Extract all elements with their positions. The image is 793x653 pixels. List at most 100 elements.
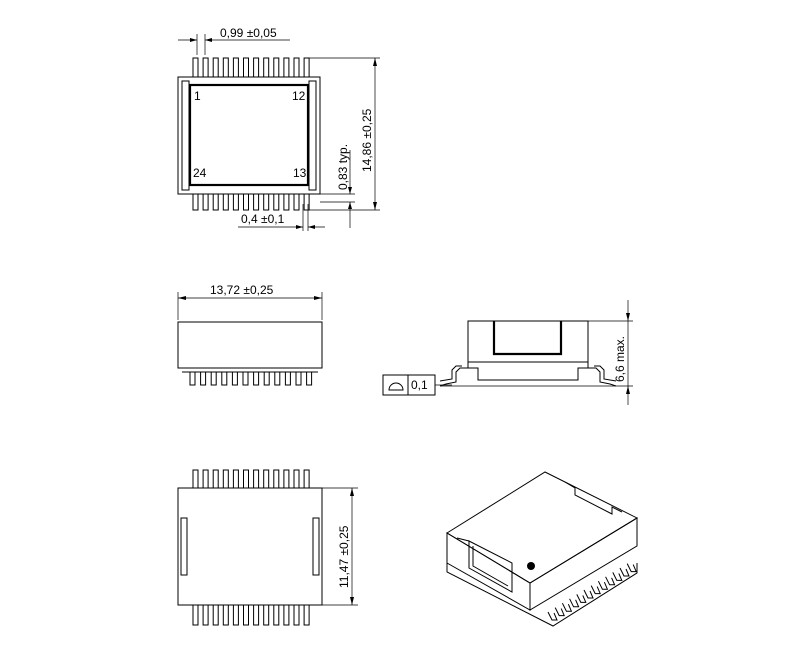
pin (273, 57, 280, 78)
lead (569, 598, 580, 608)
lead (576, 594, 587, 603)
pin (232, 469, 239, 489)
pin (253, 193, 260, 211)
bottom-view: 11,47 ±0,25 (177, 469, 358, 626)
lead-width-dimension: 0,4 ±0,1 (238, 204, 325, 231)
pin (222, 604, 229, 626)
svg-text:0,83 typ.: 0,83 typ. (336, 144, 350, 190)
pin (192, 193, 199, 211)
profile-of-surface-icon (388, 382, 404, 391)
pin (273, 193, 280, 211)
lead (626, 563, 637, 573)
svg-text:0,99 ±0,05: 0,99 ±0,05 (220, 26, 277, 40)
svg-text:14,86 ±0,25: 14,86 ±0,25 (360, 108, 374, 172)
pin (253, 371, 260, 386)
lead (605, 576, 616, 586)
pin (253, 57, 260, 78)
pin (293, 469, 300, 489)
side-view-body (177, 321, 323, 369)
pin (202, 57, 209, 78)
pin (202, 604, 209, 626)
pin (192, 469, 199, 489)
pin (263, 469, 270, 489)
pin (243, 469, 249, 489)
isometric-leads (547, 563, 637, 621)
pins-top-row (192, 57, 310, 78)
pin (293, 57, 300, 78)
pin (284, 371, 291, 386)
standoff-dimension: 0,83 typ. (320, 144, 355, 228)
body-height-dimension: 11,47 ±0,25 (322, 487, 358, 606)
pin (231, 371, 238, 386)
top-view: 1 12 24 13 0,99 ±0,05 14,86 ±0,25 (177, 26, 380, 231)
svg-text:0,1: 0,1 (411, 378, 428, 392)
pin (221, 371, 228, 386)
lead (619, 567, 630, 577)
side-view-pins (189, 371, 313, 386)
pin-1-marker (527, 562, 535, 570)
pin (200, 371, 207, 386)
pin (263, 604, 270, 626)
flatness-tolerance-frame: 0,1 (382, 374, 452, 396)
pin (253, 604, 260, 626)
pin (263, 57, 270, 78)
pin (222, 193, 229, 211)
bottom-view-body (177, 487, 323, 606)
pin-label-12: 12 (292, 89, 306, 103)
pin (263, 371, 270, 386)
pin (293, 604, 300, 626)
pin (274, 371, 281, 386)
top-view-tab-left (181, 80, 190, 191)
pins-bottom-row (192, 193, 310, 211)
pin (192, 604, 199, 626)
pin (273, 604, 280, 626)
lead (561, 602, 573, 612)
pin (202, 469, 209, 489)
pin (306, 371, 313, 386)
pin (222, 469, 229, 489)
pin (283, 604, 290, 626)
pin (295, 371, 302, 386)
pin (243, 57, 249, 78)
pin (212, 604, 219, 626)
end-view: 6,6 max. 0,1 (382, 300, 633, 405)
bottom-view-pins-top (192, 469, 310, 489)
pin (202, 193, 209, 211)
pin (283, 57, 290, 78)
end-height-dimension: 6,6 max. (588, 300, 633, 405)
pin (232, 57, 239, 78)
pin (243, 604, 249, 626)
side-view: 13,72 ±0,25 (177, 283, 323, 386)
lead (554, 607, 565, 617)
pitch-dimension: 0,99 ±0,05 (178, 26, 290, 55)
overall-height-dimension: 14,86 ±0,25 (305, 57, 380, 211)
pin (283, 469, 290, 489)
lead (590, 585, 601, 595)
pin (212, 193, 219, 211)
pin (283, 193, 290, 211)
pin (263, 193, 270, 211)
lead (597, 580, 609, 590)
pin (303, 57, 310, 78)
lead (612, 572, 623, 581)
pin (189, 371, 196, 386)
pin (273, 469, 280, 489)
pin (232, 193, 239, 211)
svg-text:13,72 ±0,25: 13,72 ±0,25 (210, 283, 274, 297)
pin (210, 371, 217, 386)
lead (547, 611, 558, 621)
top-view-body (177, 76, 321, 195)
isometric-view (446, 471, 639, 627)
pin (222, 57, 229, 78)
pin (232, 604, 239, 626)
pin (243, 193, 249, 211)
pin-label-24: 24 (193, 166, 207, 180)
svg-text:0,4 ±0,1: 0,4 ±0,1 (241, 212, 285, 226)
pin (303, 469, 310, 489)
pin-label-1: 1 (194, 89, 201, 103)
pin-label-13: 13 (293, 166, 307, 180)
pin (303, 604, 310, 626)
svg-text:6,6 max.: 6,6 max. (613, 336, 627, 382)
svg-text:11,47 ±0,25: 11,47 ±0,25 (337, 525, 351, 588)
top-view-cavity (188, 83, 310, 187)
